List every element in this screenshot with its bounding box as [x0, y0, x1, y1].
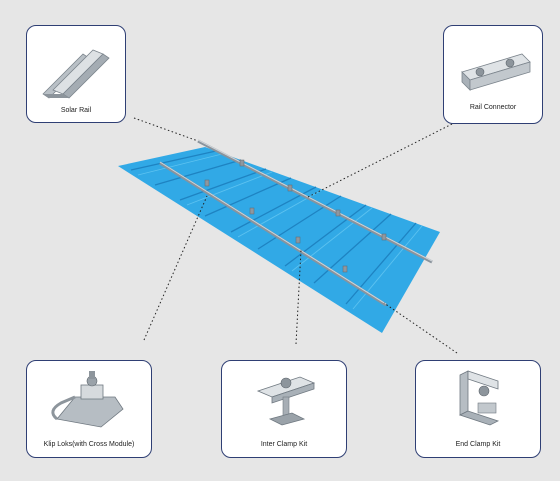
- end-clamp-label: End Clamp Kit: [455, 441, 501, 448]
- end-clamp-card: End Clamp Kit: [415, 360, 541, 458]
- rail-connector-label: Rail Connector: [469, 104, 517, 111]
- klip-loks-image: [51, 371, 124, 428]
- klip-loks-card: Klip Loks(with Cross Module): [26, 360, 152, 458]
- rail-upper: [197, 139, 433, 264]
- rail-connector-card: Rail Connector: [443, 25, 543, 124]
- inter-clamp-image: [256, 376, 316, 426]
- rails: [159, 139, 433, 307]
- rail-connector-image: [461, 53, 531, 91]
- inter-clamp-card: Inter Clamp Kit: [221, 360, 347, 458]
- solar-rail-label: Solar Rail: [60, 107, 92, 114]
- rail-lower: [159, 161, 387, 307]
- solar-rail-image: [42, 49, 110, 99]
- klip-loks-label: Klip Loks(with Cross Module): [43, 441, 135, 448]
- leader-lines: [133, 117, 458, 354]
- solar-rail-card: Solar Rail: [26, 25, 126, 123]
- inter-clamp-label: Inter Clamp Kit: [260, 441, 308, 448]
- leader-klip-loks: [143, 195, 208, 341]
- leader-end-clamp: [383, 302, 458, 354]
- leader-rail-connector: [305, 123, 453, 199]
- end-clamp-image: [458, 370, 500, 426]
- rail-clamps: [204, 159, 387, 273]
- leader-solar-rail: [133, 117, 199, 142]
